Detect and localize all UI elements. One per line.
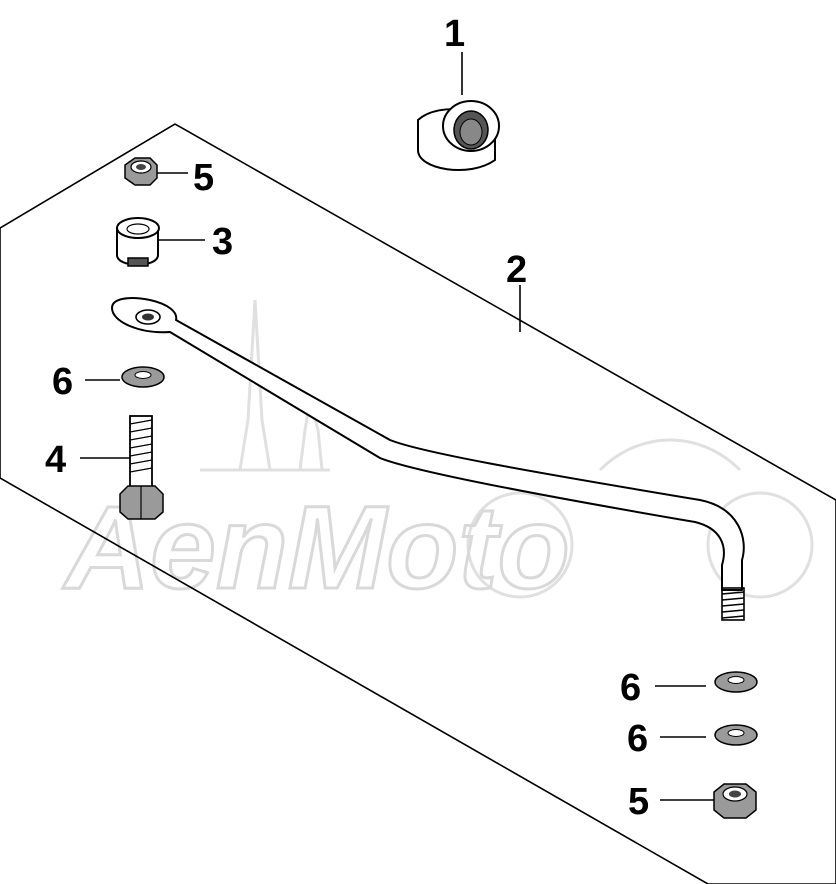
part-4-bolt: [119, 415, 164, 520]
callout-1: 1: [444, 13, 465, 55]
part-6-washer-left: [121, 366, 165, 388]
part-6-washer-right-2: [714, 724, 758, 746]
part-5-nut-top: [124, 157, 158, 186]
callout-6-left: 6: [52, 361, 73, 403]
part-6-washer-right-1: [714, 671, 758, 693]
callout-3: 3: [212, 221, 233, 263]
callout-4: 4: [45, 439, 66, 481]
part-2-rod: [111, 297, 745, 621]
part-1-bushing: [417, 100, 500, 171]
callout-6-right-2: 6: [627, 718, 648, 760]
part-3-spacer: [116, 217, 160, 267]
part-5-nut-bottom: [713, 783, 757, 819]
callout-6-right-1: 6: [620, 667, 641, 709]
callout-5-bottom: 5: [628, 781, 649, 823]
callout-5-top: 5: [193, 157, 214, 199]
kit-frame: [0, 123, 836, 884]
leader-lines: [80, 52, 714, 801]
callout-2: 2: [506, 249, 527, 291]
